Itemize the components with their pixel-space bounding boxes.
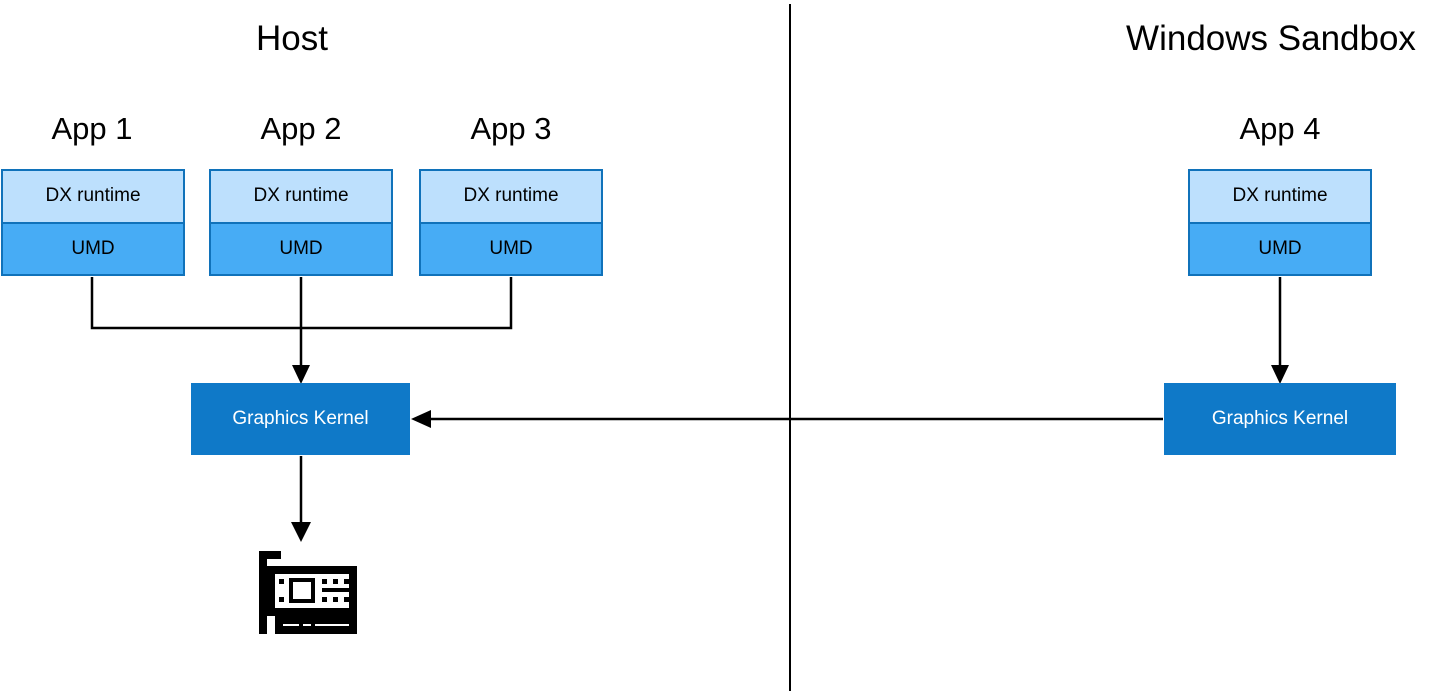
arrowhead-into-host-kernel — [292, 365, 310, 384]
host-section-title: Host — [256, 19, 328, 58]
app-stack-app-1[interactable]: DX runtime UMD — [1, 169, 185, 276]
connector-app1-to-kernel — [90, 277, 301, 330]
layer-umd-app-1[interactable]: UMD — [3, 223, 183, 274]
layer-umd-app-2[interactable]: UMD — [211, 223, 391, 274]
app-label-app-3: App 3 — [470, 111, 552, 146]
arrowhead-into-sandbox-kernel — [1271, 365, 1289, 384]
host-sandbox-divider — [789, 4, 791, 691]
app-stack-app-3[interactable]: DX runtime UMD — [419, 169, 603, 276]
sandbox-graphics-kernel-box[interactable]: Graphics Kernel — [1164, 383, 1396, 455]
sandbox-section-title: Windows Sandbox — [1126, 19, 1416, 58]
layer-dx-runtime-app-3[interactable]: DX runtime — [421, 171, 601, 224]
app-label-app-4: App 4 — [1239, 111, 1321, 146]
layer-dx-runtime-app-2[interactable]: DX runtime — [211, 171, 391, 224]
connector-app3-to-kernel — [301, 277, 513, 330]
app-stack-app-4[interactable]: DX runtime UMD — [1188, 169, 1372, 276]
app-stack-app-2[interactable]: DX runtime UMD — [209, 169, 393, 276]
layer-umd-app-4[interactable]: UMD — [1190, 223, 1370, 274]
layer-dx-runtime-app-1[interactable]: DX runtime — [3, 171, 183, 224]
app-label-app-2: App 2 — [260, 111, 342, 146]
arrowhead-into-device — [291, 522, 311, 542]
arrowhead-into-host-kernel-side — [411, 410, 431, 428]
graphics-card-icon — [259, 551, 357, 634]
layer-dx-runtime-app-4[interactable]: DX runtime — [1190, 171, 1370, 224]
app-label-app-1: App 1 — [51, 111, 133, 146]
host-graphics-kernel-box[interactable]: Graphics Kernel — [191, 383, 410, 455]
layer-umd-app-3[interactable]: UMD — [421, 223, 601, 274]
